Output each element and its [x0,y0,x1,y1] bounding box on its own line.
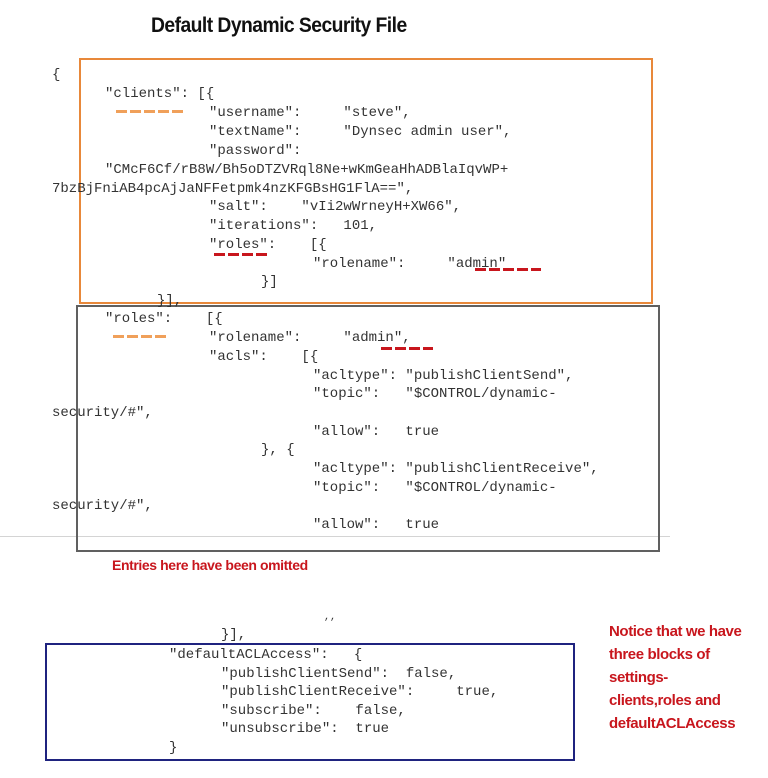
omitted-entries-note: Entries here have been omitted [112,557,308,573]
code-line-default-acl-close: } [169,740,178,756]
code-line-textname: "textName": "Dynsec admin user", [209,124,512,140]
code-line-publish-receive: "publishClientReceive": true, [221,684,499,700]
code-line-rolename: "rolename": "admin", [209,330,411,346]
default-acl-block-highlight [45,643,575,761]
code-line-clients: "clients": [{ [105,86,215,102]
roles-block-highlight [76,305,660,552]
code-line-password-value-2: 7bzBjFniAB4pcAjJaNFFetpmk4nzKFGBsHG1FlA=… [52,181,414,197]
code-line-roles-close: }], [221,627,247,643]
code-line-client-rolename: "rolename": "admin" [313,256,507,272]
code-line-topic-1-cont: security/#", [52,405,153,421]
notice-line: Notice that we have [609,623,742,640]
code-line-default-acl: "defaultACLAccess": { [169,647,363,663]
clients-block-highlight [79,58,653,304]
code-line-topic-2-cont: security/#", [52,498,153,514]
code-line-iterations: "iterations": 101, [209,218,378,234]
clients-underline-marker [116,110,186,113]
code-line-allow-1: "allow": true [313,424,440,440]
code-line-clients-close: }], [157,293,183,309]
code-line-password-key: "password": [209,143,302,159]
notice-line: clients,roles and [609,692,721,709]
code-line-topic-1: "topic": "$CONTROL/dynamic- [313,386,557,402]
notice-annotation: Notice that we have three blocks of sett… [609,620,768,735]
code-line-acltype-send: "acltype": "publishClientSend", [313,368,574,384]
code-line-truncated: ,, [324,612,337,623]
code-line-acltype-receive: "acltype": "publishClientReceive", [313,461,599,477]
code-line-topic-2: "topic": "$CONTROL/dynamic- [313,480,557,496]
code-line-acl-separator: }, { [261,442,295,458]
roles-underline-marker [113,335,169,338]
code-line-password-value-1: "CMcF6Cf/rB8W/Bh5oDTZVRql8Ne+wKmGeaHhADB… [105,162,509,178]
notice-line: settings- [609,669,668,686]
notice-line: defaultACLAccess [609,715,736,732]
code-line-roles: "roles": [{ [105,311,223,327]
code-line-client-roles: "roles": [{ [209,237,327,253]
notice-line: three blocks of [609,646,710,663]
client-admin-underline-marker [475,268,541,271]
code-line-publish-send: "publishClientSend": false, [221,666,457,682]
code-line-unsubscribe: "unsubscribe": true [221,721,390,737]
page-divider [0,536,670,537]
code-line-subscribe: "subscribe": false, [221,703,406,719]
code-line-allow-2: "allow": true [313,517,440,533]
role-admin-underline-marker [381,347,433,350]
client-roles-underline-marker [214,253,269,256]
code-line-open-brace: { [52,67,61,83]
code-line-acls: "acls": [{ [209,349,319,365]
code-line-username: "username": "steve", [209,105,411,121]
code-line-client-roles-close: }] [261,274,278,290]
page-title: Default Dynamic Security File [151,14,407,37]
code-line-salt: "salt": "vIi2wWrneyH+XW66", [209,199,462,215]
